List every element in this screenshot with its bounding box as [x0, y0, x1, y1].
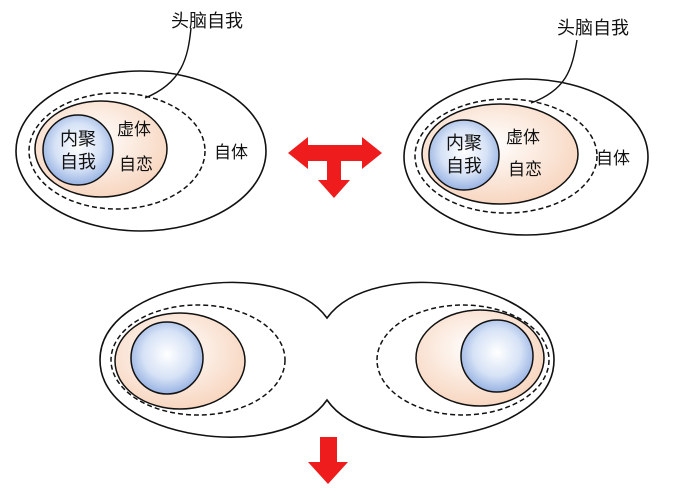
cell-left-outer-label: 自体	[214, 143, 248, 163]
cell-right-outer-label: 自体	[596, 149, 630, 169]
dividing-cell-right-dashed-ring	[376, 304, 550, 416]
cell-left-inner-label-bottom: 自恋	[119, 154, 153, 175]
cell-right-callout-label: 头脑自我	[557, 18, 629, 39]
cell-right-dashed-ring	[414, 98, 598, 214]
cell-right-inner-label-bottom: 自恋	[508, 159, 542, 180]
cell-right-core-label-1: 内聚	[446, 133, 482, 154]
cell-left-core	[42, 114, 114, 186]
cell-right-callout-line	[530, 39, 578, 104]
cell-right-core-label-2: 自我	[446, 156, 482, 177]
cell-right-inner-label-top: 虚体	[506, 128, 540, 148]
double-arrow-icon	[288, 137, 382, 198]
cell-right: 头脑自我 内聚 自我 虚体 自恋 自体	[403, 18, 649, 236]
down-arrow-icon	[308, 437, 348, 484]
cell-left-dashed-ring	[28, 92, 206, 210]
dividing-cell-left-dashed-ring	[110, 304, 286, 416]
cell-left-core-label-2: 自我	[60, 152, 96, 173]
cell-left-callout-line	[144, 27, 192, 99]
dividing-cell	[99, 281, 555, 438]
dividing-cell-left-core	[130, 321, 204, 395]
dividing-cell-right-core	[460, 319, 534, 393]
cell-right-core	[428, 119, 500, 191]
cell-left: 头脑自我 内聚 自我 虚体 自恋 自体	[15, 11, 267, 232]
cell-left-inner-label-top: 虚体	[117, 120, 151, 140]
cell-left-callout-label: 头脑自我	[171, 11, 243, 32]
cell-left-core-label-1: 内聚	[60, 129, 96, 150]
